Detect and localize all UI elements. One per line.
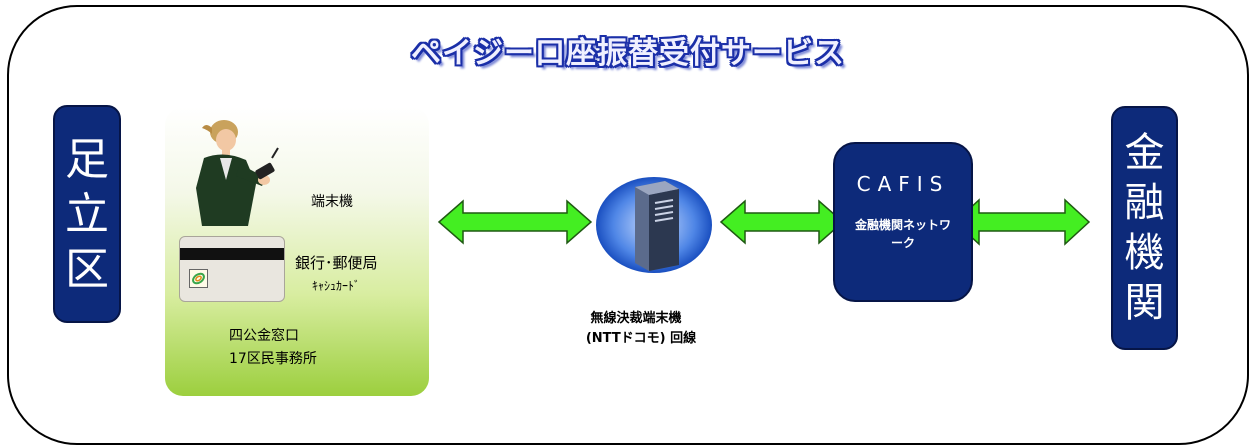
adachi-char: 足: [65, 133, 109, 185]
wireless-terminal-caption: 無線決裁端末機: [590, 311, 682, 326]
cash-card: [179, 236, 285, 302]
cafis-box: CAFIS 金融機関ネットワーク: [833, 142, 973, 302]
double-arrow-icon: [719, 199, 845, 245]
page-title: ペイジー口座振替受付サービス: [411, 36, 845, 71]
bank-post-label: 銀行･郵便局: [295, 254, 378, 272]
kinyu-char: 金: [1124, 130, 1165, 176]
person-with-terminal-icon: [196, 120, 279, 226]
server-icon: [596, 177, 712, 273]
public-counter-label: 四公金窓口: [229, 328, 299, 344]
cash-card-label: ｷｬｼｭｶｰﾄﾞ: [312, 279, 361, 293]
card-logo-icon: [189, 269, 208, 288]
terminal-label: 端末機: [311, 194, 353, 210]
adachi-box: 足 立 区: [53, 105, 121, 323]
magnetic-stripe: [180, 248, 284, 260]
cafis-subtitle: 金融機関ネットワーク: [855, 218, 952, 250]
adachi-char: 区: [65, 243, 109, 295]
docomo-line-caption: (NTTドコモ) 回線: [585, 331, 697, 346]
double-arrow-icon: [953, 198, 1091, 246]
adachi-char: 立: [65, 188, 109, 240]
ward-office-label: 17区民事務所: [229, 351, 317, 367]
kinyu-char: 機: [1124, 230, 1165, 276]
kinyu-char: 関: [1124, 280, 1165, 326]
kinyu-char: 融: [1124, 180, 1165, 226]
financial-institution-box: 金 融 機 関: [1111, 106, 1178, 350]
cafis-title: CAFIS: [856, 172, 950, 196]
double-arrow-icon: [437, 199, 593, 245]
